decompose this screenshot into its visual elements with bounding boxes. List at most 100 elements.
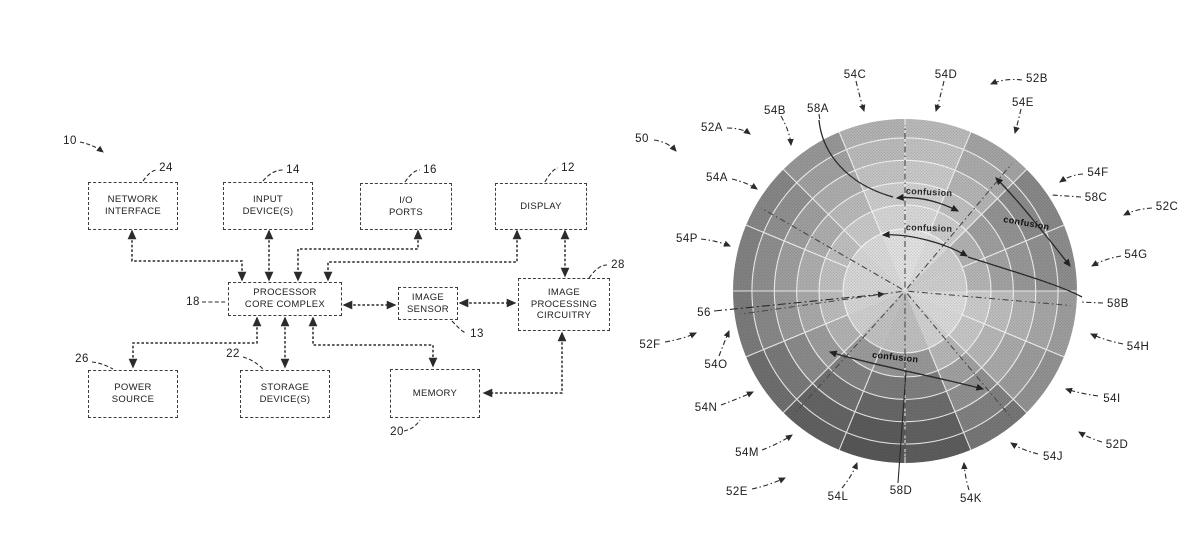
callout-label-54N: 54N	[695, 402, 718, 414]
callout-label-58A: 58A	[807, 103, 829, 115]
callout-52B: 52B	[990, 73, 1047, 85]
callout-56: 56	[697, 291, 886, 319]
confusion-label: confusion	[906, 222, 953, 234]
callout-54N: 54N	[695, 391, 754, 414]
callout-label-54M: 54M	[735, 447, 759, 459]
callout-label-54P: 54P	[676, 233, 698, 245]
callout-leader	[1090, 333, 1124, 345]
confusion-annotation-2: confusion	[881, 222, 969, 257]
callout-label-54H: 54H	[1127, 341, 1150, 353]
callout-label-52D: 52D	[1106, 439, 1129, 451]
callout-label-54I: 54I	[1103, 393, 1121, 405]
callout-54C: 54C	[844, 69, 867, 113]
callout-52D: 52D	[1078, 431, 1129, 451]
callout-leader	[1064, 387, 1099, 397]
callout-leader	[990, 78, 1023, 85]
ref-28: 28	[611, 259, 625, 271]
dashed-spoke	[760, 207, 903, 290]
callout-label-58B: 58B	[1107, 298, 1129, 310]
callout-leader	[1079, 301, 1104, 304]
callout-54F: 54F	[1059, 167, 1108, 183]
callout-54O: 54O	[704, 330, 730, 371]
callout-54B: 54B	[764, 105, 794, 147]
callout-label-54F: 54F	[1087, 167, 1108, 179]
callout-54P: 54P	[676, 233, 731, 247]
sector-separator	[745, 314, 849, 358]
callout-label-54J: 54J	[1043, 451, 1063, 463]
callout-50: 50	[635, 133, 677, 152]
ref-22: 22	[226, 348, 240, 360]
callout-leader	[1059, 173, 1084, 183]
confusion-annotation-1: confusion	[818, 119, 960, 212]
callout-label-52F: 52F	[639, 339, 660, 351]
callout-54G: 54G	[1091, 249, 1147, 267]
callout-leader	[751, 477, 786, 490]
callout-58D: 58D	[890, 370, 913, 497]
callout-54L: 54L	[828, 461, 858, 503]
ref-24: 24	[159, 162, 173, 174]
callout-leader	[653, 139, 677, 152]
node-processor-core-complex: PROCESSOR CORE COMPLEX	[228, 282, 342, 316]
dashed-spoke	[906, 163, 1013, 289]
confusion-line	[818, 119, 894, 198]
confusion-arrow-line	[828, 350, 985, 391]
callout-leader	[726, 127, 751, 135]
callout-leader	[700, 238, 731, 247]
confusion-line	[967, 256, 1083, 298]
callout-label-50: 50	[635, 133, 649, 145]
block-diagram-connections	[127, 229, 570, 398]
callout-label-52A: 52A	[701, 122, 723, 134]
callout-54J: 54J	[1010, 442, 1063, 463]
callout-label-58D: 58D	[890, 485, 913, 497]
node-io-ports: I/O PORTS	[360, 183, 452, 230]
node-power-source: POWER SOURCE	[88, 370, 178, 418]
callout-leader	[897, 370, 907, 484]
callout-54K: 54K	[960, 461, 982, 505]
confusion-arrow-line	[895, 193, 960, 212]
callout-label-56: 56	[697, 307, 711, 319]
callout-leader	[664, 332, 697, 343]
sector-separator	[782, 334, 862, 414]
callout-leader	[718, 330, 730, 357]
ref-14: 14	[286, 164, 300, 176]
callout-label-54O: 54O	[704, 359, 727, 371]
confusion-label: confusion	[906, 186, 953, 198]
callout-leader	[818, 113, 821, 122]
callout-leader	[934, 80, 945, 113]
callout-leader	[713, 291, 886, 312]
callout-label-54K: 54K	[960, 493, 982, 505]
confusion-arrow-line	[881, 230, 969, 257]
callout-leader	[1051, 194, 1082, 198]
callout-leader	[1123, 207, 1153, 216]
callout-54I: 54I	[1064, 387, 1121, 405]
callout-label-54G: 54G	[1124, 249, 1147, 261]
sector-separator	[948, 334, 1028, 414]
callout-58C: 58C	[1051, 192, 1107, 204]
callout-54E: 54E	[1012, 97, 1034, 135]
ref-16: 16	[423, 164, 437, 176]
callout-leader	[855, 80, 866, 113]
callout-label-52E: 52E	[726, 486, 748, 498]
callout-label-54A: 54A	[706, 172, 728, 184]
callout-label-54C: 54C	[844, 69, 867, 81]
callout-leader	[780, 115, 794, 147]
callout-54A: 54A	[706, 172, 758, 190]
node-input-devices: INPUT DEVICE(S)	[223, 182, 313, 230]
callout-label-54E: 54E	[1012, 97, 1034, 109]
node-storage-devices: STORAGE DEVICE(S)	[240, 370, 330, 418]
confusion-arrow-line	[995, 177, 1071, 267]
callout-52C: 52C	[1123, 201, 1178, 216]
node-network-interface: NETWORK INTERFACE	[88, 182, 178, 230]
callout-leader	[841, 461, 858, 489]
callout-leader	[961, 461, 970, 491]
callout-leader	[761, 434, 793, 451]
callout-leader	[731, 178, 758, 190]
callout-58A: 58A	[807, 103, 829, 122]
callout-leader	[1091, 255, 1122, 267]
ref-12: 12	[561, 162, 575, 174]
confusion-annotation-4: confusion	[828, 350, 985, 391]
node-memory: MEMORY	[390, 369, 480, 418]
